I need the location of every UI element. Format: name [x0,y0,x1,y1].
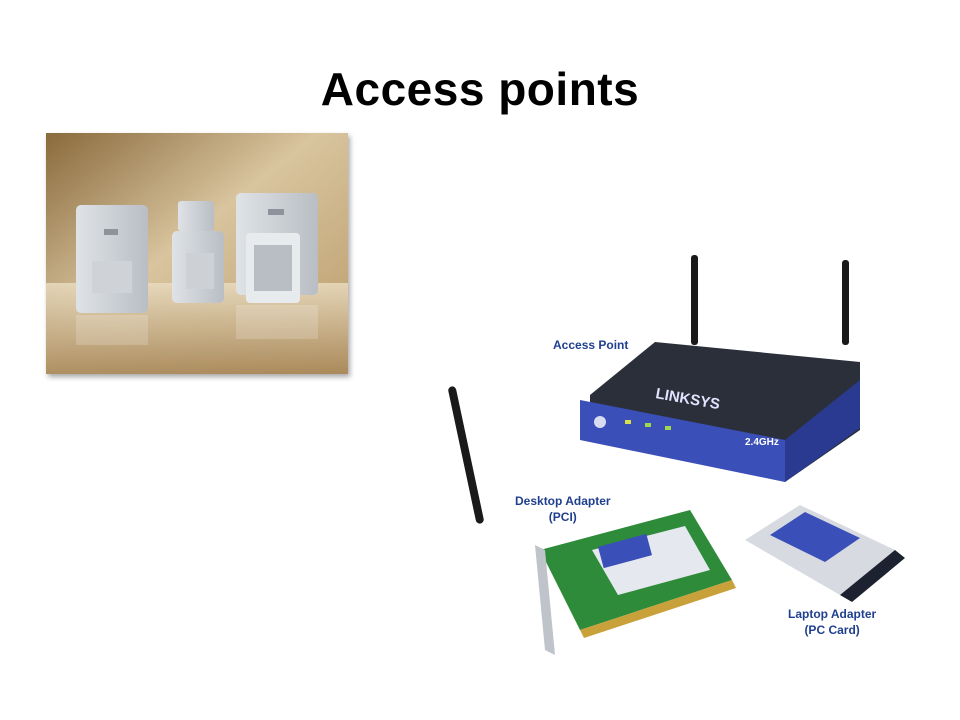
desktop-adapter-caption-line-1: Desktop Adapter [515,494,611,508]
slide-title: Access points [320,63,640,115]
access-points-photo [46,133,348,374]
laptop-adapter-caption-line-1: Laptop Adapter [788,607,877,621]
router-antenna-left [691,255,698,345]
linksys-devices-photo: LINKSYS 2.4GHz [440,250,910,670]
router-band-label: 2.4GHz [745,437,779,448]
access-point-caption: Access Point [553,338,629,352]
router-front [580,400,785,482]
router-antenna-right [842,260,849,345]
desktop-adapter-caption: Desktop Adapter (PCI) [515,493,611,525]
laptop-adapter-caption: Laptop Adapter (PC Card) [788,606,876,638]
desktop-adapter-caption-line-2: (PCI) [548,510,577,524]
laptop-adapter-caption-line-2: (PC Card) [804,623,860,637]
